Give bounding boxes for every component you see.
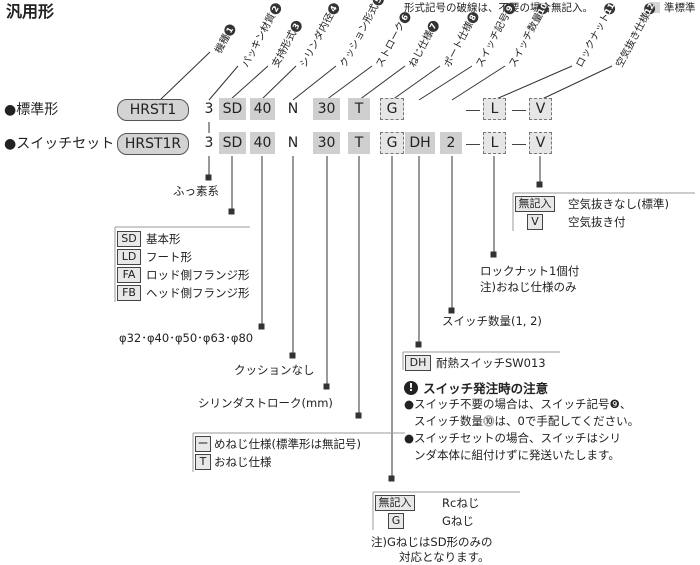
air-option-code: V	[527, 214, 543, 230]
switch-warning: ! スイッチ発注時の注意	[404, 377, 548, 397]
row-label-switch-set: ●スイッチセット	[4, 136, 115, 152]
dash-separator	[512, 144, 526, 145]
exclamation-icon: !	[404, 380, 418, 395]
support-option-desc: 基本形	[146, 232, 181, 246]
thread-code: T	[348, 132, 370, 154]
port-note: 注)GねじはSD形のみの	[371, 535, 493, 549]
support-code: SD	[219, 132, 246, 154]
locknut-code: L	[483, 98, 506, 120]
air-option-desc: 空気抜き付	[568, 215, 626, 229]
dash-separator	[512, 110, 526, 111]
packing-code: 3	[204, 101, 214, 117]
bore-desc: φ32･φ40･φ50･φ63･φ80	[119, 331, 254, 345]
cushion-code: N	[287, 135, 299, 151]
legend-label: 準標準	[664, 2, 696, 14]
switch-qty-desc: スイッチ数量(1, 2)	[442, 314, 542, 328]
switch-warning-item: ンダ本体に組付けずに発送いたします。	[414, 448, 620, 462]
switch-qty-code: 2	[440, 132, 462, 154]
switch-option-code: DH	[405, 355, 431, 371]
support-option-desc: ヘッド側フランジ形	[146, 286, 250, 300]
model-code: HRST1	[117, 99, 189, 121]
page-title: 汎用形	[6, 2, 55, 21]
model-code: HRST1R	[117, 133, 189, 155]
switch-warning-item: スイッチ数量⓾は、0で手配してください。	[414, 414, 640, 428]
support-option-code: SD	[117, 231, 141, 247]
row-label-standard: ●標準形	[4, 102, 59, 118]
packing-desc: ふっ素系	[173, 184, 219, 198]
dash-separator	[466, 110, 480, 111]
switch-option-desc: 耐熱スイッチSW013	[436, 356, 546, 370]
port-option-code: 無記入	[375, 495, 415, 511]
thread-option-desc: おねじ仕様	[214, 455, 272, 469]
port-code: G	[380, 132, 404, 154]
support-code: SD	[219, 98, 246, 120]
port-code: G	[380, 98, 404, 120]
thread-option-code: T	[195, 454, 211, 470]
stroke-code: 30	[313, 98, 340, 120]
bore-code: 40	[250, 98, 275, 120]
locknut-desc: ロックナット1個付	[480, 264, 580, 278]
support-option-code: LD	[117, 249, 141, 265]
thread-code: T	[348, 98, 370, 120]
packing-code: 3	[204, 135, 214, 151]
stroke-code: 30	[313, 132, 340, 154]
dashed-note: 形式記号の破線は、不要の場合無記入。	[404, 2, 593, 14]
dash-separator	[466, 144, 480, 145]
port-option-desc: Gねじ	[442, 514, 474, 528]
locknut-code: L	[483, 132, 506, 154]
cushion-code: N	[287, 101, 299, 117]
switch-warning-item: ●スイッチセットの場合、スイッチはシリ	[404, 431, 622, 445]
support-option-desc: フート形	[146, 250, 192, 264]
air-code: V	[529, 98, 552, 120]
port-option-desc: Rcねじ	[442, 496, 480, 510]
cushion-desc: クッションなし	[234, 363, 315, 377]
air-option-desc: 空気抜きなし(標準)	[568, 197, 669, 211]
switch-code: DH	[405, 132, 435, 154]
thread-option-code: ー	[195, 436, 211, 452]
port-note: 対応となります。	[399, 550, 490, 564]
support-option-code: FB	[117, 285, 141, 301]
air-code: V	[529, 132, 552, 154]
port-option-code: G	[388, 513, 404, 529]
thread-option-desc: めねじ仕様(標準形は無記号)	[214, 437, 361, 451]
support-option-desc: ロッド側フランジ形	[146, 268, 250, 282]
locknut-note: 注)おねじ仕様のみ	[480, 280, 577, 294]
switch-warning-item: ●スイッチ不要の場合は、スイッチ記号❾、	[404, 397, 632, 411]
switch-warning-title: スイッチ発注時の注意	[423, 381, 549, 396]
support-option-code: FA	[117, 267, 141, 283]
bore-code: 40	[250, 132, 275, 154]
air-option-code: 無記入	[515, 196, 555, 212]
stroke-desc: シリンダストローク(mm)	[198, 396, 333, 410]
